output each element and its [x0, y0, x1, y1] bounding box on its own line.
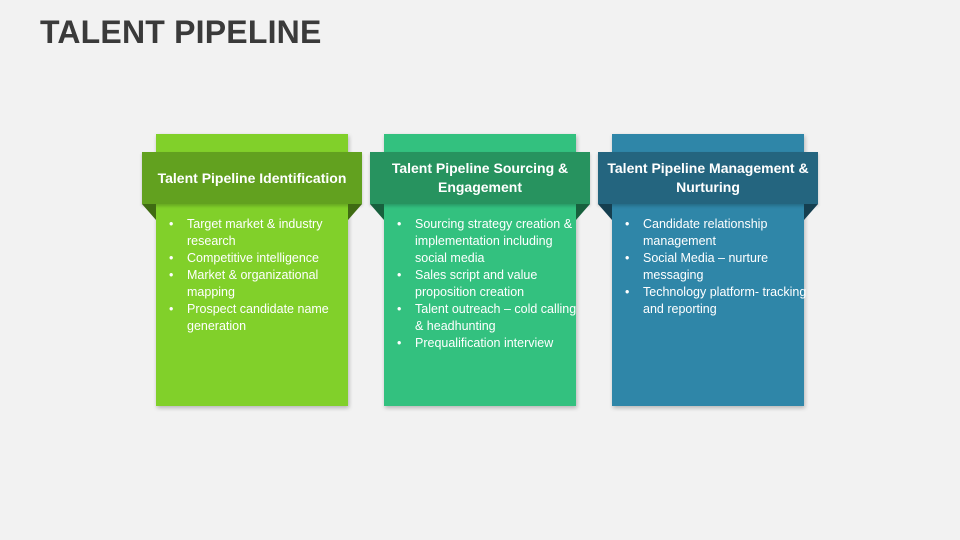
bullet-item: Sales script and value proposition creat… — [397, 267, 587, 301]
bullet-item: Social Media – nurture messaging — [625, 250, 815, 284]
banner-fold-left — [598, 204, 612, 220]
card-management-nurturing: Talent Pipeline Management & Nurturing C… — [598, 134, 818, 406]
bullet-item: Competitive intelligence — [169, 250, 359, 267]
bullet-item: Prospect candidate name generation — [169, 301, 359, 335]
bullet-item: Sourcing strategy creation & implementat… — [397, 216, 587, 267]
bullet-list: Target market & industry research Compet… — [168, 216, 359, 335]
card-heading: Talent Pipeline Management & Nurturing — [598, 152, 818, 204]
bullet-list: Sourcing strategy creation & implementat… — [396, 216, 587, 352]
card-heading: Talent Pipeline Identification — [142, 152, 362, 204]
bullet-item: Target market & industry research — [169, 216, 359, 250]
bullet-item: Prequalification interview — [397, 335, 587, 352]
bullet-item: Technology platform- tracking and report… — [625, 284, 815, 318]
bullet-item: Candidate relationship management — [625, 216, 815, 250]
slide-title: TALENT PIPELINE — [40, 14, 322, 50]
banner-fold-left — [370, 204, 384, 220]
card-heading: Talent Pipeline Sourcing & Engagement — [370, 152, 590, 204]
bullet-item: Talent outreach – cold calling & headhun… — [397, 301, 587, 335]
card-sourcing-engagement: Talent Pipeline Sourcing & Engagement So… — [370, 134, 590, 406]
banner-fold-left — [142, 204, 156, 220]
bullet-list: Candidate relationship management Social… — [624, 216, 815, 318]
card-identification: Talent Pipeline Identification Target ma… — [142, 134, 362, 406]
bullet-item: Market & organizational mapping — [169, 267, 359, 301]
